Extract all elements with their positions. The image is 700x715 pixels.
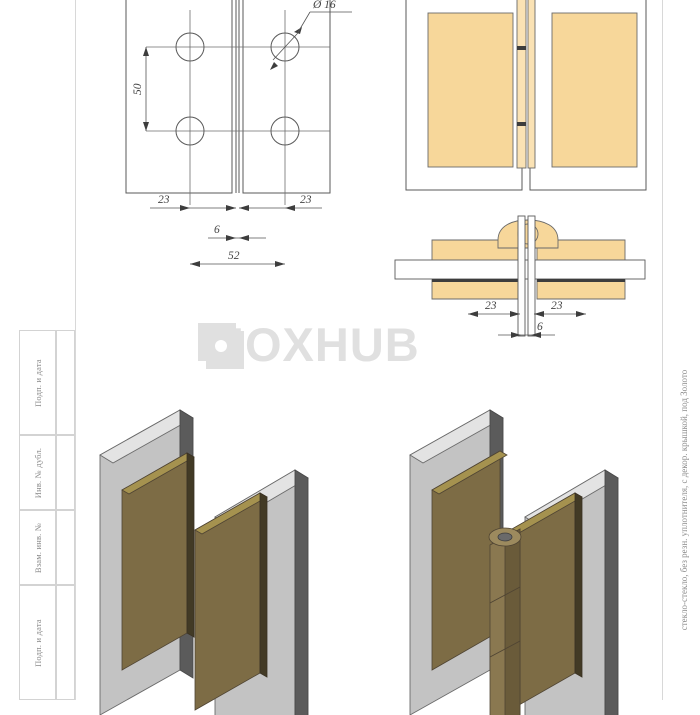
dim-section-gap: 6: [537, 321, 543, 333]
dim-right-offset: 23: [300, 194, 312, 206]
dim-hole-diameter: Ø 16: [312, 0, 336, 11]
title-block-label-3: Подп. и дата: [32, 618, 43, 667]
title-block-value-0[interactable]: [56, 330, 75, 435]
title-block-row-0: Подп. и дата: [19, 330, 56, 435]
spec-note: стекло-стекло, без резн. уплотнителя, с …: [674, 300, 694, 700]
drawing-sheet: Ø 16 50 23 23 6 52: [19, 0, 694, 715]
title-block-value-2[interactable]: [56, 510, 75, 585]
title-block-label-1: Инв. № дубл.: [32, 447, 43, 498]
title-block-row-1: Инв. № дубл.: [19, 435, 56, 510]
title-block-label-2: Взам. инв. №: [32, 522, 43, 573]
dim-gap: 6: [214, 224, 220, 236]
spec-note-text: стекло-стекло, без резн. уплотнителя, с …: [679, 369, 689, 631]
title-block-row-3: Подп. и дата: [19, 585, 56, 700]
inoxhub-logo-icon: [198, 323, 244, 369]
iso-open-view-svg: [99, 409, 309, 715]
frame-right-vertical-rule: [662, 0, 663, 700]
dim-section-left: 23: [485, 300, 497, 312]
title-block-value-3[interactable]: [56, 585, 75, 700]
title-block-value-1[interactable]: [56, 435, 75, 510]
title-block-label-0: Подп. и дата: [32, 358, 43, 407]
iso-assembled-view-svg: [409, 409, 619, 715]
title-block-left: Подп. и дата Инв. № дубл. Взам. инв. № П…: [19, 330, 75, 700]
title-block-row-2: Взам. инв. №: [19, 510, 56, 585]
plan-view-svg: Ø 16 50 23 23 6 52: [125, 0, 352, 267]
dim-section-right: 23: [551, 300, 563, 312]
dim-vertical-spacing: 50: [132, 83, 144, 95]
dim-left-offset: 23: [158, 194, 170, 206]
watermark: INOXHUB: [196, 321, 420, 369]
elevation-view-svg: [405, 0, 647, 191]
section-view-svg: 23 23 6: [394, 215, 646, 338]
frame-left-vertical-rule: [75, 0, 76, 700]
dim-overall-width: 52: [228, 250, 240, 262]
